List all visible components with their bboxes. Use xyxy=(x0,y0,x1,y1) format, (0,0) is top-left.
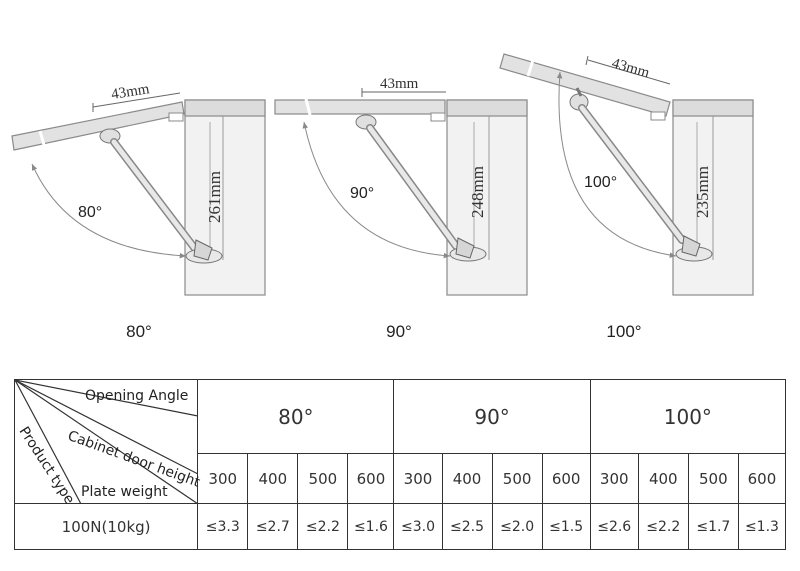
cabinet-body xyxy=(184,99,266,296)
plate-weight-cell: ≤2.7 xyxy=(247,503,299,550)
plate-weight-cell: ≤2.0 xyxy=(491,503,543,550)
height-dim-label: 235mm xyxy=(693,166,712,218)
plate-weight-cell: ≤1.7 xyxy=(687,503,739,550)
door-height-cell: 300 xyxy=(393,453,443,504)
caption-90: 90° xyxy=(386,322,412,341)
angle-group-100: 100° xyxy=(589,379,787,454)
specification-table: Opening Angle Cabinet door height Produc… xyxy=(13,379,787,550)
cabinet-body xyxy=(446,99,528,296)
opening-arc xyxy=(556,71,677,258)
diagram-90: 248mm 43mm 90° xyxy=(274,76,528,296)
diagram-80: 261mm 43mm 80° xyxy=(11,81,266,296)
door-panel xyxy=(11,101,185,151)
cabinet-top xyxy=(446,99,528,117)
height-dim-label: 261mm xyxy=(205,171,224,223)
hinge xyxy=(430,112,446,122)
offset-dim-label: 43mm xyxy=(110,81,151,103)
hinge xyxy=(168,112,184,122)
table-row: 100N(10kg) ≤3.3 ≤2.7 ≤2.2 ≤1.6 ≤3.0 ≤2.5… xyxy=(13,503,787,550)
installation-diagram: 261mm 43mm 80° 248mm 43mm 90° xyxy=(11,53,754,296)
plate-weight-cell: ≤2.2 xyxy=(297,503,349,550)
diagram-100: 235mm 43mm 100° xyxy=(499,53,754,296)
plate-weight-cell: ≤2.2 xyxy=(637,503,689,550)
door-height-cell: 600 xyxy=(541,453,591,504)
height-dim-label: 248mm xyxy=(468,166,487,218)
product-type-cell: 100N(10kg) xyxy=(13,503,199,550)
door-height-cell: 600 xyxy=(347,453,395,504)
angle-group-90: 90° xyxy=(393,379,591,454)
opening-arc xyxy=(31,163,187,259)
plate-weight-cell: ≤2.5 xyxy=(441,503,493,550)
door-height-cell: 400 xyxy=(637,453,689,504)
plate-weight-cell: ≤2.6 xyxy=(589,503,639,550)
diagonal-header-cell: Opening Angle Cabinet door height Produc… xyxy=(13,379,202,507)
opening-angle-label: 90° xyxy=(350,185,374,202)
door-height-cell: 500 xyxy=(687,453,739,504)
hinge xyxy=(650,111,666,121)
offset-dim-label: 43mm xyxy=(380,76,419,92)
diagonal-header-lines xyxy=(15,380,198,504)
door-height-cell: 500 xyxy=(297,453,349,504)
door-height-cell: 400 xyxy=(247,453,299,504)
door-break xyxy=(304,98,312,116)
door-height-cell: 500 xyxy=(491,453,543,504)
angle-group-80: 80° xyxy=(197,379,395,454)
caption-100: 100° xyxy=(606,322,642,341)
cabinet-top xyxy=(184,99,266,117)
opening-angle-header: Opening Angle xyxy=(85,388,189,404)
plate-weight-cell: ≤1.3 xyxy=(737,503,787,550)
door-break xyxy=(526,59,535,77)
door-height-cell: 600 xyxy=(737,453,787,504)
door-height-cell: 300 xyxy=(589,453,639,504)
door-height-cell: 300 xyxy=(197,453,249,504)
cabinet-top xyxy=(672,99,754,117)
door-break xyxy=(38,130,46,146)
plate-weight-cell: ≤3.0 xyxy=(393,503,443,550)
offset-dim-line xyxy=(92,92,181,108)
caption-80: 80° xyxy=(126,322,152,341)
plate-weight-cell: ≤1.5 xyxy=(541,503,591,550)
plate-weight-cell: ≤1.6 xyxy=(347,503,395,550)
plate-weight-header: Plate weight xyxy=(81,484,168,500)
opening-angle-label: 100° xyxy=(584,174,617,191)
door-panel xyxy=(274,99,446,115)
opening-arc xyxy=(302,121,451,259)
opening-angle-label: 80° xyxy=(78,204,102,221)
door-height-cell: 400 xyxy=(441,453,493,504)
offset-dim-label: 43mm xyxy=(610,55,652,81)
plate-weight-cell: ≤3.3 xyxy=(197,503,249,550)
